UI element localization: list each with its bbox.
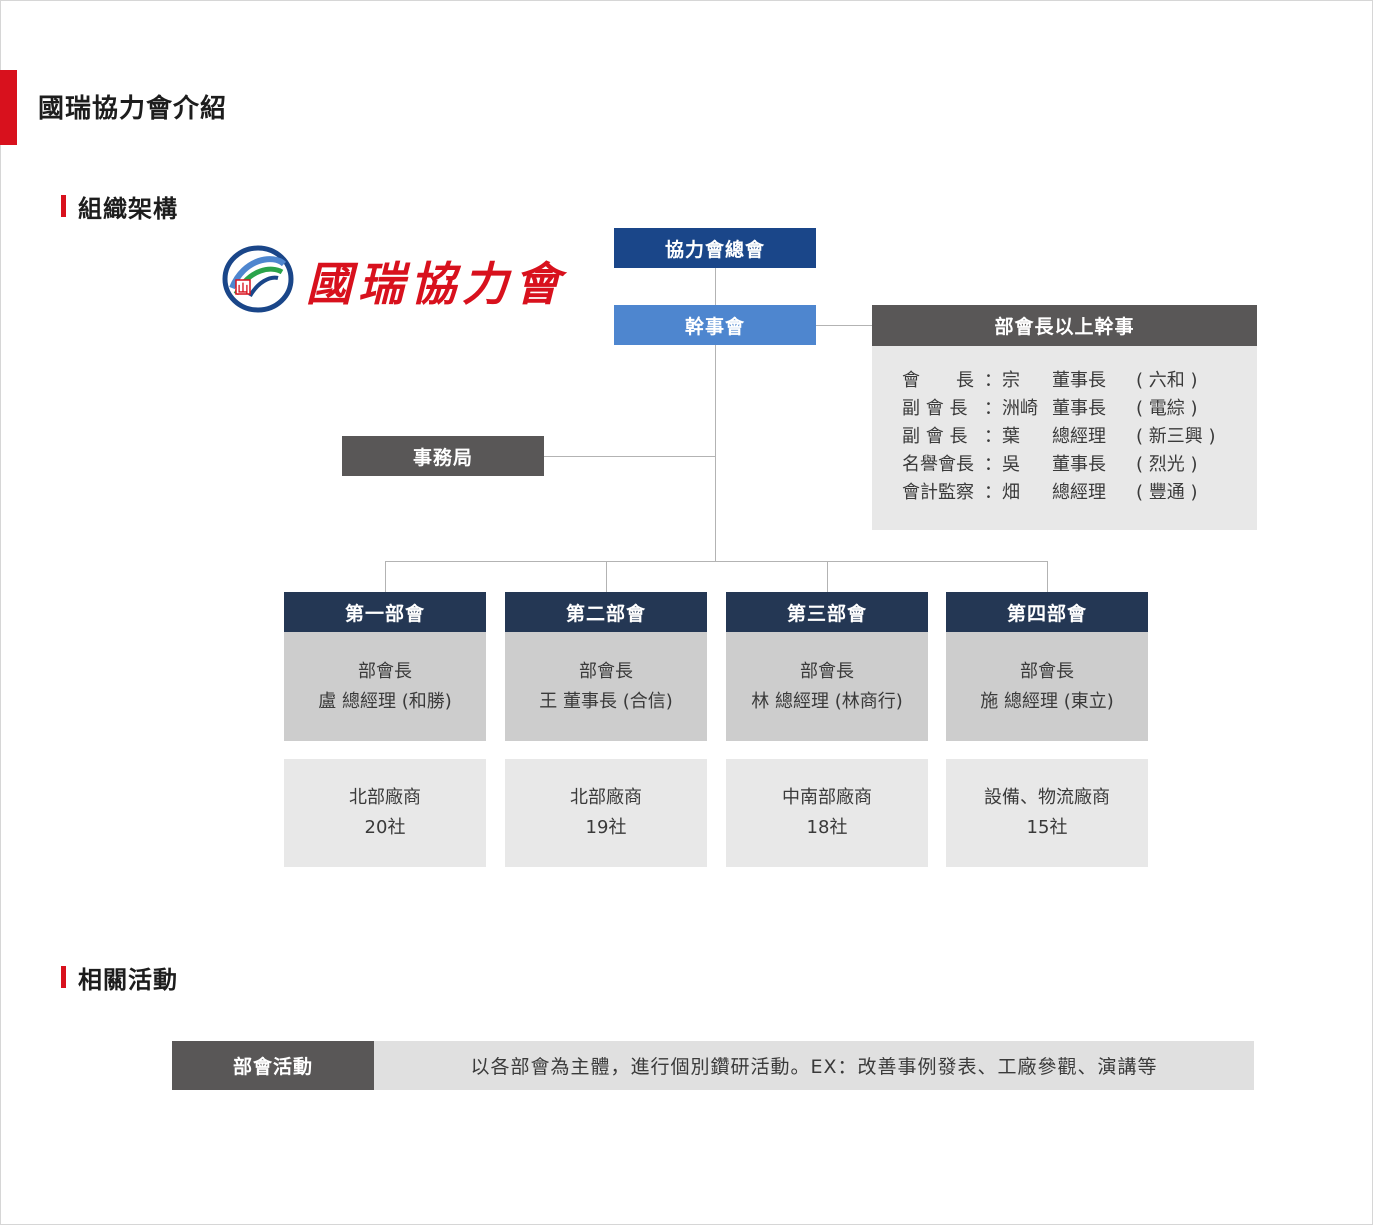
logo-text: 國瑞協力會 [306, 257, 566, 311]
exec-name: 洲崎 [1002, 398, 1038, 419]
exec-name: 宗 [1002, 370, 1020, 391]
exec-role: 名譽會長 [902, 454, 974, 475]
exec-title: 董事長 [1052, 398, 1106, 419]
dept-members-count: 15社 [1026, 817, 1068, 838]
connector-dept-4 [1047, 561, 1048, 592]
connector-dept-3 [827, 561, 828, 592]
connector-dept-1 [385, 561, 386, 592]
dept-1-title: 第一部會 [284, 592, 486, 632]
dept-3-title: 第三部會 [726, 592, 928, 632]
connector-dept-bus [385, 561, 1048, 562]
connector-dept-2 [606, 561, 607, 592]
exec-role: 會 長 [902, 370, 974, 391]
exec-title: 董事長 [1052, 370, 1106, 391]
title-accent-bar [0, 70, 17, 145]
dept-4-head: 部會長 施 總經理 (東立) [946, 632, 1148, 741]
exec-title: 總經理 [1052, 482, 1106, 503]
dept-members-count: 19社 [585, 817, 627, 838]
exec-company: ( 烈光 ) [1136, 454, 1198, 475]
node-general-assembly: 協力會總會 [614, 228, 816, 268]
dept-members-label: 設備、物流廠商 [984, 787, 1110, 808]
exec-role: 副 會 長 [902, 398, 968, 419]
exec-name: 畑 [1002, 482, 1020, 503]
dept-4-title: 第四部會 [946, 592, 1148, 632]
dept-head-label: 部會長 [800, 660, 854, 682]
dept-head-label: 部會長 [579, 660, 633, 682]
dept-1-members: 北部廠商 20社 [284, 759, 486, 867]
dept-4-members: 設備、物流廠商 15社 [946, 759, 1148, 867]
exec-role: 副 會 長 [902, 426, 968, 447]
dept-1-head: 部會長 盧 總經理 (和勝) [284, 632, 486, 741]
exec-title: 總經理 [1052, 426, 1106, 447]
dept-members-label: 中南部廠商 [782, 787, 872, 808]
dept-3-head: 部會長 林 總經理 (林商行) [726, 632, 928, 741]
connector-general-board [715, 268, 716, 305]
exec-colon: ： [984, 454, 1002, 475]
exec-role: 會計監察 [902, 482, 974, 503]
exec-name: 吳 [1002, 454, 1020, 475]
section-marker-activities [61, 966, 66, 988]
logo: 山 國瑞協力會 [222, 244, 572, 314]
dept-members-label: 北部廠商 [349, 787, 421, 808]
exec-colon: ： [984, 426, 1002, 447]
dept-head-name: 施 總經理 (東立) [980, 690, 1114, 712]
page-title: 國瑞協力會介紹 [38, 94, 228, 124]
activity-label: 部會活動 [172, 1041, 374, 1090]
exec-company: ( 新三興 ) [1136, 426, 1216, 447]
dept-head-label: 部會長 [1020, 660, 1074, 682]
section-title-activities: 相關活動 [78, 966, 178, 994]
exec-panel: 會 長 ： 宗 董事長 ( 六和 ) 副 會 長 ： 洲崎 董事長 ( 電綜 )… [872, 346, 1257, 530]
dept-2-members: 北部廠商 19社 [505, 759, 707, 867]
dept-members-label: 北部廠商 [570, 787, 642, 808]
dept-head-name: 林 總經理 (林商行) [751, 690, 903, 712]
dept-2-head: 部會長 王 董事長 (合信) [505, 632, 707, 741]
connector-office [544, 456, 715, 457]
logo-emblem-icon: 山 [222, 245, 294, 313]
connector-board-trunk [715, 345, 716, 561]
logo-mark-text: 山 [238, 281, 249, 295]
dept-members-count: 20社 [364, 817, 406, 838]
dept-head-name: 盧 總經理 (和勝) [318, 690, 452, 712]
dept-head-label: 部會長 [358, 660, 412, 682]
exec-colon: ： [984, 370, 1002, 391]
exec-company: ( 電綜 ) [1136, 398, 1198, 419]
exec-company: ( 豐通 ) [1136, 482, 1198, 503]
node-office: 事務局 [342, 436, 544, 476]
exec-title: 董事長 [1052, 454, 1106, 475]
node-board: 幹事會 [614, 305, 816, 345]
exec-panel-title: 部會長以上幹事 [872, 305, 1257, 346]
exec-company: ( 六和 ) [1136, 370, 1198, 391]
dept-2-title: 第二部會 [505, 592, 707, 632]
exec-colon: ： [984, 482, 1002, 503]
dept-3-members: 中南部廠商 18社 [726, 759, 928, 867]
exec-name: 葉 [1002, 426, 1020, 447]
activity-description: 以各部會為主體，進行個別鑽研活動。EX：改善事例發表、工廠參觀、演講等 [374, 1041, 1254, 1090]
connector-board-exec [816, 325, 872, 326]
dept-members-count: 18社 [806, 817, 848, 838]
section-marker-org [61, 195, 66, 217]
section-title-org: 組織架構 [78, 195, 178, 223]
dept-head-name: 王 董事長 (合信) [539, 690, 673, 712]
exec-colon: ： [984, 398, 1002, 419]
